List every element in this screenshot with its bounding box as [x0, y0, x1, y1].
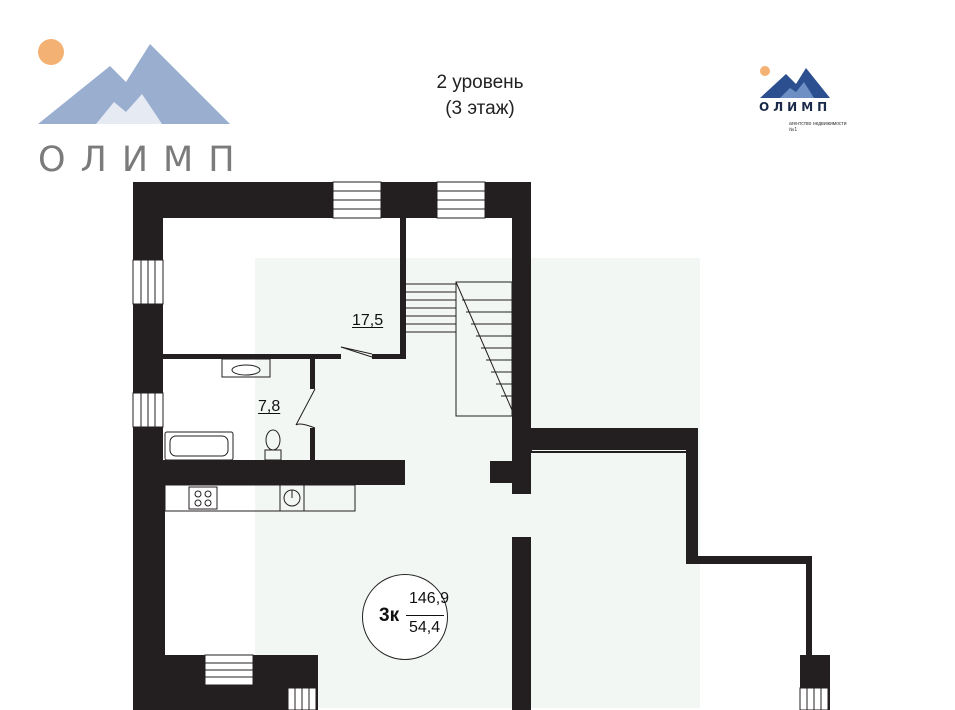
bathtub	[164, 431, 234, 461]
total-area: 146,9	[409, 590, 450, 607]
logo-small-name: ОЛИМП	[759, 100, 832, 114]
stair-right-wall	[512, 182, 531, 494]
room-door	[340, 346, 373, 358]
window-top-1	[332, 181, 382, 219]
left-wall-upper	[133, 182, 163, 490]
small-mountain-logo-icon	[760, 66, 830, 98]
window-bottom-1	[204, 654, 254, 686]
bathroom-door	[295, 388, 316, 429]
mountain-logo-icon	[38, 39, 230, 124]
center-vertical-wall	[512, 537, 531, 710]
staircase	[406, 281, 513, 417]
window-left-2	[132, 392, 164, 428]
window-bottom-2	[287, 687, 317, 710]
kitchen-counter	[164, 484, 356, 512]
bath-partition-upper	[310, 359, 315, 389]
room-count: 3к	[379, 605, 400, 626]
level-label: 2 уровень	[436, 72, 524, 93]
plan-title: 2 уровень (3 этаж)	[380, 70, 580, 122]
right-step-wall	[686, 556, 810, 564]
bathroom-area-label: 7,8	[258, 398, 281, 415]
logo-small-tagline: агентство недвижимости №1	[789, 121, 847, 133]
room-bottom-partition	[163, 354, 341, 359]
room-right-partition	[400, 214, 406, 359]
apartment-badge: 3к 146,9 54,4	[362, 574, 450, 660]
fraction-line	[406, 615, 444, 616]
window-bottom-3	[799, 687, 829, 710]
window-top-2	[436, 181, 486, 219]
window-left-1	[132, 259, 164, 305]
column-block	[490, 461, 531, 483]
bath-partition-lower	[310, 428, 315, 462]
sink	[221, 358, 271, 378]
toilet	[264, 429, 282, 461]
logo-large-name: ОЛИМП	[38, 140, 250, 180]
room-area-label: 17,5	[352, 312, 384, 329]
right-horizontal-wall	[512, 428, 698, 450]
olimp-logo-small: ОЛИМП агентство недвижимости №1	[756, 64, 847, 144]
floor-label: (3 этаж)	[445, 98, 515, 119]
living-area: 54,4	[409, 619, 441, 636]
olimp-logo-large: ОЛИМП	[30, 36, 240, 180]
kitchen-top-wall	[133, 460, 405, 485]
room-bottom-partition-right	[372, 354, 406, 359]
right-vertical-wall	[686, 428, 698, 564]
far-right-wall	[806, 556, 812, 710]
